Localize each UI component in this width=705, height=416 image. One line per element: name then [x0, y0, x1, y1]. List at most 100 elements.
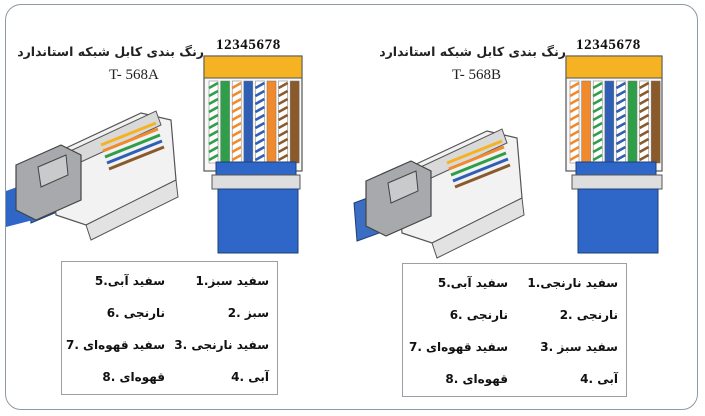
wire-6: [627, 80, 638, 164]
wire-4: [243, 80, 254, 164]
legend-item: آبی .4: [580, 372, 618, 386]
wire-stripe: [592, 137, 603, 146]
wire-stripe: [254, 145, 266, 154]
legend-item: آبی .4: [231, 370, 269, 384]
wire-stripe: [231, 145, 242, 154]
wire-stripe: [569, 81, 580, 90]
wire-stripe: [569, 137, 580, 146]
wire-stripe: [592, 89, 603, 98]
wire-stripe: [254, 153, 266, 162]
wire-stripe: [569, 105, 580, 114]
wire-stripe: [615, 129, 627, 138]
wire-stripe: [231, 137, 242, 146]
wire-stripe: [231, 121, 242, 130]
wire-stripe: [208, 89, 219, 98]
wire-stripe: [592, 153, 603, 162]
legend-item: قهوه‌ای .8: [102, 370, 165, 384]
connector-illustration: [353, 55, 663, 259]
wire-stripe: [638, 105, 650, 114]
plug-front-view: [203, 55, 303, 254]
pin-numbers: 12345678: [576, 37, 641, 53]
wire-stripe: [277, 89, 289, 98]
wire-stripe: [208, 81, 219, 90]
wire-stripe: [615, 121, 627, 130]
wire-stripe: [231, 113, 242, 122]
wire-stripe: [254, 81, 266, 90]
legend-item: سفید نارنجی.1: [527, 276, 618, 290]
wire-stripe: [231, 105, 242, 114]
wire-4: [604, 80, 615, 164]
wire-stripe: [638, 81, 650, 90]
wire-set-t568a: [208, 80, 300, 164]
legend-item: نارنجی .6: [449, 308, 508, 322]
legend-item: سفید آبی.5: [94, 274, 165, 288]
wire-stripe: [208, 121, 219, 130]
color-legend: سفید سبز.1 سبز .2 سفید نارنجی .3 آبی .4 …: [61, 261, 278, 395]
wire-stripe: [569, 145, 580, 154]
wire-stripe: [569, 113, 580, 122]
wire-stripe: [254, 129, 266, 138]
plug-front-view: [565, 55, 663, 254]
panel-title: رنگ بندی کابل شبکه استاندارد: [17, 44, 204, 59]
wire-stripe: [638, 145, 650, 154]
wire-stripe: [615, 97, 627, 106]
wire-stripe: [277, 81, 289, 90]
wire-stripe: [638, 113, 650, 122]
wire-1: [569, 80, 580, 164]
standard-label: T- 568A: [109, 67, 159, 83]
side-view-contacts: [446, 139, 511, 189]
wire-stripe: [277, 105, 289, 114]
wire-stripe: [277, 153, 289, 162]
wire-stripe: [638, 137, 650, 146]
wire-stripe: [277, 121, 289, 130]
wire-stripe: [615, 105, 627, 114]
wire-stripe: [208, 129, 219, 138]
wire-stripe: [569, 89, 580, 98]
wire-stripe: [615, 113, 627, 122]
wire-stripe: [592, 105, 603, 114]
legend-item: سفید نارنجی .3: [174, 338, 269, 352]
wire-stripe: [615, 137, 627, 146]
wire-stripe: [615, 153, 627, 162]
legend-item: نارنجی .6: [106, 306, 165, 320]
wire-stripe: [638, 89, 650, 98]
wire-stripe: [638, 121, 650, 130]
legend-item: قهوه‌ای .8: [445, 372, 508, 386]
wire-stripe: [277, 137, 289, 146]
wire-stripe: [592, 81, 603, 90]
connector-illustration: [6, 55, 303, 254]
legend-item: سفید سبز .3: [540, 340, 618, 354]
wire-stripe: [208, 105, 219, 114]
wire-8: [289, 80, 300, 164]
wire-stripe: [569, 97, 580, 106]
wire-stripe: [569, 153, 580, 162]
side-view-contacts: [100, 121, 165, 171]
wire-stripe: [208, 137, 219, 146]
plug-side-view: [6, 110, 179, 241]
wire-stripe: [231, 89, 242, 98]
wire-stripe: [592, 113, 603, 122]
plug-side-view: [353, 128, 525, 259]
wire-stripe: [615, 89, 627, 98]
wire-stripe: [254, 89, 266, 98]
wire-stripe: [277, 113, 289, 122]
wire-stripe: [638, 153, 650, 162]
wire-stripe: [569, 129, 580, 138]
wire-stripe: [615, 145, 627, 154]
wire-stripe: [254, 105, 266, 114]
wire-stripe: [231, 153, 242, 162]
wire-set-t568b: [569, 80, 661, 164]
wire-stripe: [231, 81, 242, 90]
panel-t568a: رنگ بندی کابل شبکه استاندارد T- 568A 123…: [6, 5, 352, 409]
wire-stripe: [231, 97, 242, 106]
wire-stripe: [208, 113, 219, 122]
wire-stripe: [569, 121, 580, 130]
legend-item: نارنجی .2: [559, 308, 618, 322]
wire-stripe: [592, 97, 603, 106]
legend-item: سفید آبی.5: [437, 276, 508, 290]
wire-1: [208, 80, 219, 164]
wire-stripe: [208, 153, 219, 162]
wire-stripe: [638, 129, 650, 138]
legend-item: سفید قهوه‌ای .7: [65, 338, 165, 352]
panel-title: رنگ بندی کابل شبکه استاندارد: [379, 44, 566, 59]
